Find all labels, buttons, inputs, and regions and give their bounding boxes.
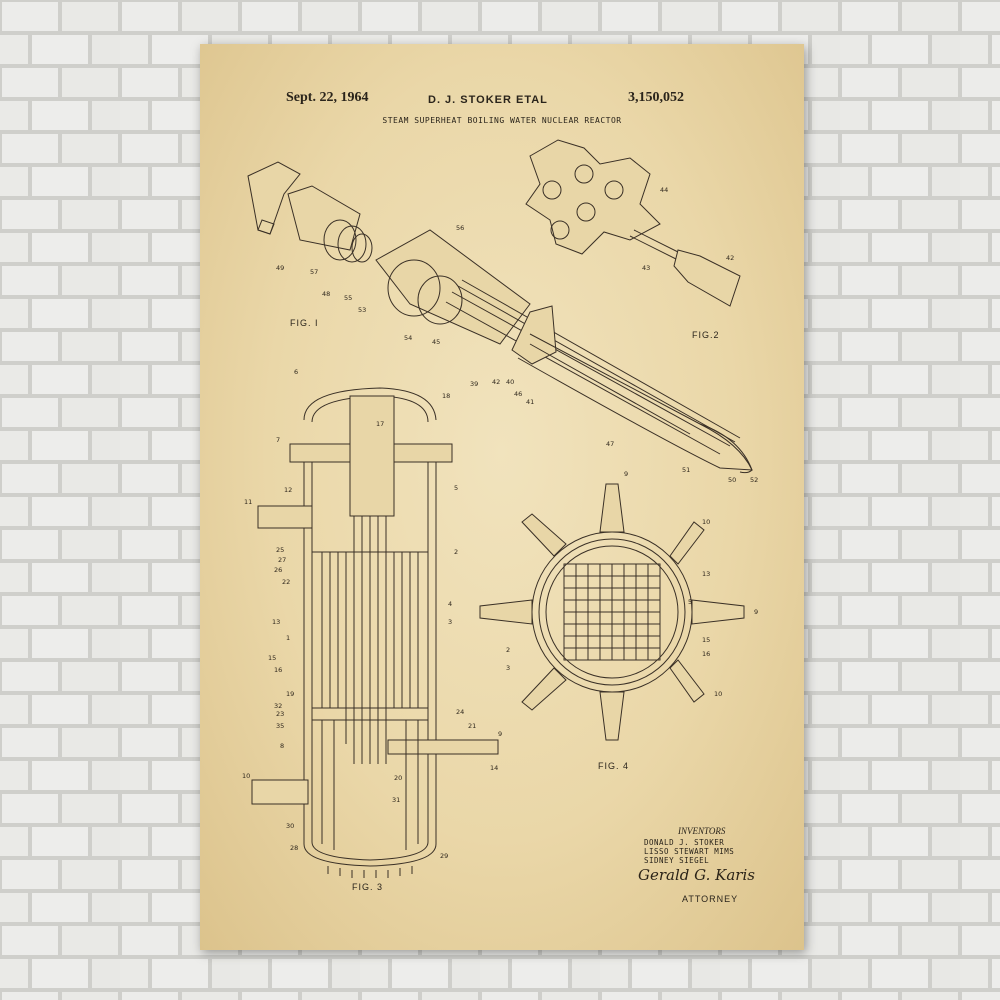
svg-text:18: 18	[442, 392, 450, 400]
fig4-drawing	[479, 483, 745, 741]
svg-text:30: 30	[286, 822, 294, 830]
fig1-label: FIG. I	[290, 318, 319, 328]
fig1-drawing	[247, 161, 753, 474]
svg-text:42: 42	[492, 378, 500, 386]
fig1-reference-numerals: 49 57 48 55 53 56 54 45 42 40 39 46 41 4…	[276, 224, 758, 484]
inventor-name: LISSO STEWART MIMS	[644, 847, 735, 856]
svg-text:54: 54	[404, 334, 412, 342]
svg-text:24: 24	[456, 708, 464, 716]
svg-text:23: 23	[276, 710, 284, 718]
svg-text:7: 7	[276, 436, 280, 444]
svg-text:2: 2	[506, 646, 510, 654]
svg-text:52: 52	[750, 476, 758, 484]
fig4-label: FIG. 4	[598, 761, 630, 771]
svg-text:47: 47	[606, 440, 614, 448]
svg-text:5: 5	[454, 484, 458, 492]
patent-title: STEAM SUPERHEAT BOILING WATER NUCLEAR RE…	[382, 116, 622, 125]
patent-poster: Sept. 22, 1964 D. J. STOKER ETAL 3,150,0…	[200, 44, 804, 950]
svg-text:51: 51	[682, 466, 690, 474]
svg-text:10: 10	[702, 518, 710, 526]
svg-text:22: 22	[282, 578, 290, 586]
svg-text:20: 20	[394, 774, 402, 782]
svg-text:15: 15	[702, 636, 710, 644]
svg-text:29: 29	[440, 852, 448, 860]
svg-text:3: 3	[506, 664, 510, 672]
svg-text:13: 13	[272, 618, 280, 626]
svg-text:8: 8	[280, 742, 284, 750]
fig2-reference-numerals: 44 43 42	[642, 186, 734, 272]
svg-text:40: 40	[506, 378, 514, 386]
svg-text:42: 42	[726, 254, 734, 262]
svg-text:10: 10	[714, 690, 722, 698]
svg-text:11: 11	[244, 498, 252, 506]
svg-text:10: 10	[242, 772, 250, 780]
svg-text:44: 44	[660, 186, 668, 194]
svg-text:13: 13	[702, 570, 710, 578]
svg-text:55: 55	[344, 294, 352, 302]
fig3-drawing	[251, 387, 499, 878]
svg-text:31: 31	[392, 796, 400, 804]
svg-text:2: 2	[454, 548, 458, 556]
svg-text:50: 50	[728, 476, 736, 484]
svg-text:9: 9	[754, 608, 758, 616]
svg-text:49: 49	[276, 264, 284, 272]
patent-inventor-header: D. J. STOKER ETAL	[428, 94, 548, 106]
svg-text:46: 46	[514, 390, 522, 398]
svg-text:41: 41	[526, 398, 534, 406]
inventors-label: INVENTORS	[678, 826, 726, 836]
svg-text:9: 9	[624, 470, 628, 478]
inventor-name: DONALD J. STOKER	[644, 838, 725, 847]
patent-date: Sept. 22, 1964	[286, 90, 369, 105]
svg-text:45: 45	[432, 338, 440, 346]
svg-text:28: 28	[290, 844, 298, 852]
svg-text:9: 9	[498, 730, 502, 738]
svg-text:27: 27	[278, 556, 286, 564]
fig2-label: FIG.2	[692, 330, 720, 340]
fig4-reference-numerals: 9 10 13 5 9 15 16 10 2 3	[506, 470, 758, 698]
fig3-label: FIG. 3	[352, 882, 384, 892]
svg-text:1: 1	[286, 634, 290, 642]
attorney-label: ATTORNEY	[682, 894, 739, 904]
svg-text:19: 19	[286, 690, 294, 698]
svg-text:25: 25	[276, 546, 284, 554]
svg-text:16: 16	[702, 650, 710, 658]
svg-text:4: 4	[448, 600, 452, 608]
svg-text:57: 57	[310, 268, 318, 276]
fig2-drawing	[525, 139, 741, 307]
svg-text:15: 15	[268, 654, 276, 662]
svg-text:12: 12	[284, 486, 292, 494]
svg-text:21: 21	[468, 722, 476, 730]
svg-text:26: 26	[274, 566, 282, 574]
svg-text:3: 3	[448, 618, 452, 626]
svg-text:5: 5	[688, 598, 692, 606]
patent-number: 3,150,052	[628, 90, 684, 105]
svg-text:39: 39	[470, 380, 478, 388]
fig3-reference-numerals: 6 7 11 12 25 27 26 22 13 15 16 19 32 23 …	[242, 368, 502, 860]
svg-text:56: 56	[456, 224, 464, 232]
svg-text:53: 53	[358, 306, 366, 314]
svg-text:17: 17	[376, 420, 384, 428]
svg-text:14: 14	[490, 764, 498, 772]
svg-text:6: 6	[294, 368, 298, 376]
inventor-name: SIDNEY SIEGEL	[644, 856, 710, 865]
svg-text:48: 48	[322, 290, 330, 298]
svg-text:32: 32	[274, 702, 282, 710]
svg-text:43: 43	[642, 264, 650, 272]
svg-text:35: 35	[276, 722, 284, 730]
svg-text:16: 16	[274, 666, 282, 674]
attorney-signature: Gerald G. Karis	[638, 866, 755, 884]
patent-drawings: 49 57 48 55 53 56 54 45 42 40 39 46 41 4…	[242, 139, 758, 878]
